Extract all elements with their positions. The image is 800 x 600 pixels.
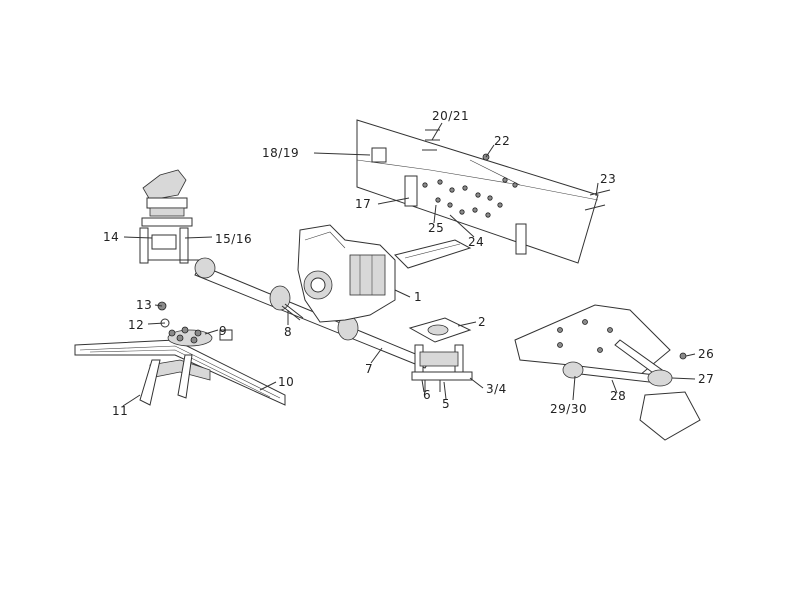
leaf-spring: [74, 301, 286, 406]
label-8: 8: [284, 325, 292, 339]
label-13: 13: [136, 298, 152, 312]
label-20-21: 20/21: [432, 109, 469, 123]
label-10: 10: [278, 375, 294, 389]
link-arm: [394, 239, 472, 269]
label-15-16: 15/16: [215, 232, 252, 246]
label-1: 1: [414, 290, 422, 304]
label-14: 14: [103, 230, 119, 244]
frame-rail-plate: [356, 119, 599, 264]
label-7: 7: [365, 362, 373, 376]
differential-housing: [297, 224, 396, 323]
right-upper-bracket: [408, 317, 473, 392]
label-27: 27: [698, 372, 714, 386]
label-3-4: 3/4: [486, 382, 507, 396]
label-17: 17: [355, 197, 371, 211]
label-23: 23: [600, 172, 616, 186]
label-22: 22: [494, 134, 510, 148]
label-11: 11: [112, 404, 128, 418]
torque-rod: [281, 303, 304, 321]
axle-tube: [194, 257, 431, 369]
right-subframe: [514, 304, 701, 441]
label-18-19: 18/19: [262, 146, 299, 160]
label-24: 24: [468, 235, 484, 249]
bolts-23: [584, 189, 611, 211]
label-5: 5: [442, 397, 450, 411]
label-26: 26: [698, 347, 714, 361]
label-29-30: 29/30: [550, 402, 587, 416]
label-6: 6: [423, 388, 431, 402]
label-28: 28: [610, 389, 626, 403]
label-25: 25: [428, 221, 444, 235]
label-9: 9: [219, 324, 227, 338]
left-upper-bracket: [139, 169, 200, 264]
leader-lines: [122, 122, 696, 407]
label-2: 2: [478, 315, 486, 329]
label-12: 12: [128, 318, 144, 332]
